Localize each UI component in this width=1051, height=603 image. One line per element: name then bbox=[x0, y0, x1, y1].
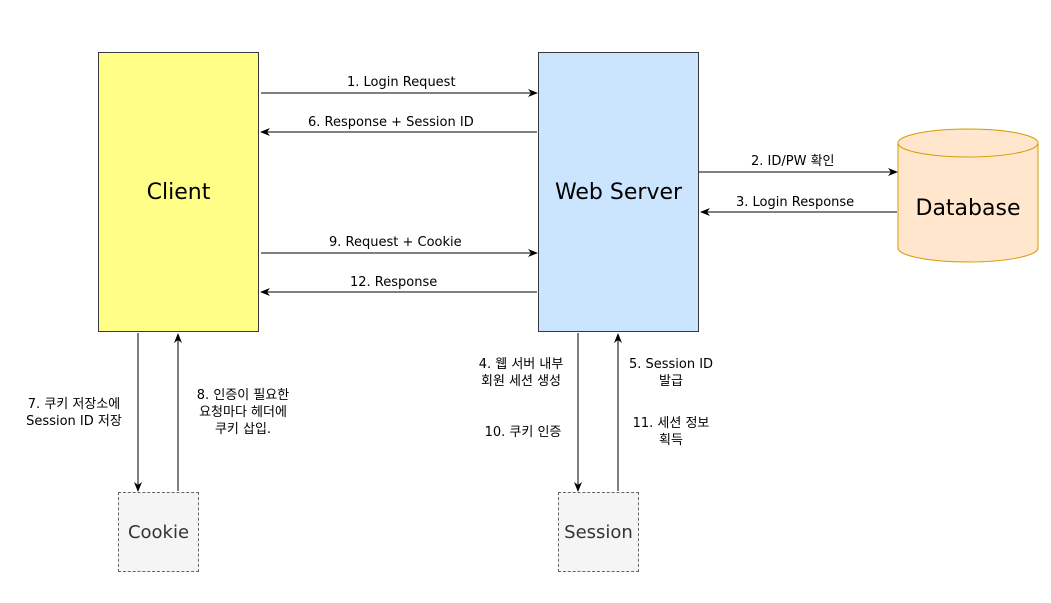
database-label: Database bbox=[915, 196, 1021, 221]
label-issue-session-id-line2: 발급 bbox=[659, 374, 683, 389]
label-insert-cookie-line3: 쿠키 삽입. bbox=[214, 422, 272, 437]
label-insert-cookie: 8. 인증이 필요한 요청마다 헤더에 쿠키 삽입. bbox=[179, 387, 307, 438]
label-store-session-id: 7. 쿠키 저장소에 Session ID 저장 bbox=[14, 396, 134, 430]
label-cookie-auth-line1: 10. 쿠키 인증 bbox=[484, 425, 562, 440]
client-label: Client bbox=[146, 179, 211, 205]
web-server-node[interactable]: Web Server bbox=[538, 52, 699, 332]
label-insert-cookie-line1: 8. 인증이 필요한 bbox=[196, 388, 290, 403]
cookie-label: Cookie bbox=[127, 521, 190, 543]
label-get-session-info: 11. 세션 정보 획득 bbox=[622, 415, 720, 449]
label-create-session: 4. 웹 서버 내부 회원 세션 생성 bbox=[465, 356, 577, 390]
label-request-cookie: 9. Request + Cookie bbox=[328, 235, 463, 251]
label-create-session-line1: 4. 웹 서버 내부 bbox=[478, 357, 564, 372]
label-create-session-line2: 회원 세션 생성 bbox=[480, 374, 562, 389]
label-login-response: 3. Login Response bbox=[735, 195, 856, 211]
web-server-label: Web Server bbox=[554, 179, 683, 205]
label-login-request: 1. Login Request bbox=[346, 75, 457, 91]
label-get-session-info-line2: 획득 bbox=[659, 433, 683, 448]
label-cookie-auth: 10. 쿠키 인증 bbox=[472, 424, 574, 441]
label-response: 12. Response bbox=[349, 275, 439, 291]
label-issue-session-id-line1: 5. Session ID bbox=[628, 357, 714, 372]
cookie-node[interactable]: Cookie bbox=[118, 492, 199, 572]
label-get-session-info-line1: 11. 세션 정보 bbox=[632, 416, 710, 431]
database-cylinder[interactable] bbox=[897, 128, 1039, 263]
label-insert-cookie-line2: 요청마다 헤더에 bbox=[199, 405, 287, 420]
label-id-pw-check: 2. ID/PW 확인 bbox=[750, 154, 836, 170]
session-label: Session bbox=[564, 521, 633, 543]
label-store-session-id-line2: Session ID 저장 bbox=[26, 414, 122, 429]
label-issue-session-id: 5. Session ID 발급 bbox=[622, 356, 720, 390]
label-store-session-id-line1: 7. 쿠키 저장소에 bbox=[27, 397, 121, 412]
client-node[interactable]: Client bbox=[98, 52, 259, 332]
label-response-session-id: 6. Response + Session ID bbox=[307, 115, 475, 131]
session-node[interactable]: Session bbox=[558, 492, 639, 572]
